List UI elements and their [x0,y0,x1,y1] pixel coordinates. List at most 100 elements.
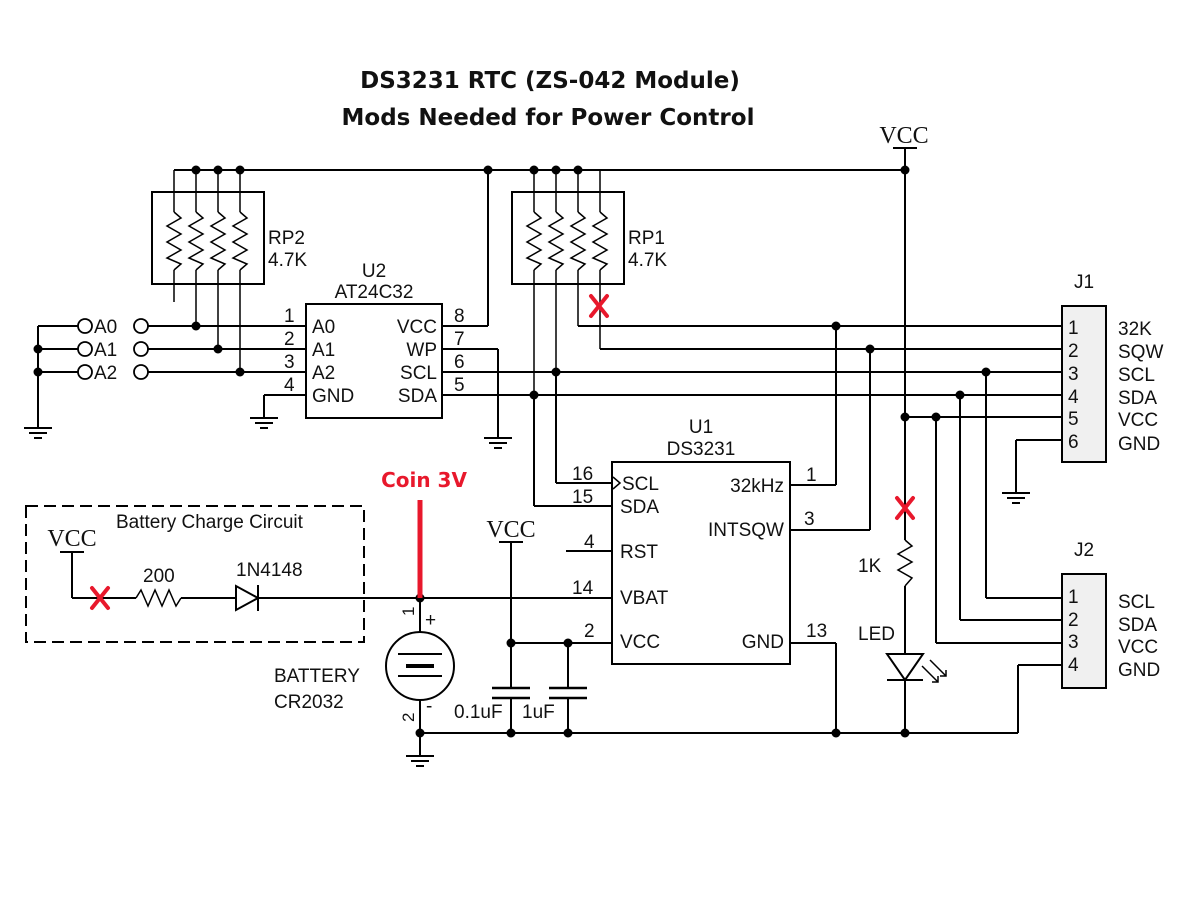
led-label: LED [858,624,895,645]
u2-ref: U2 [362,261,386,282]
mod-marker-rp1 [589,294,609,318]
j2-wiring [935,372,1062,733]
jumper-a0-label: A0 [94,317,117,338]
u1-pin4-num: 4 [584,532,595,553]
j2-ref: J2 [1074,540,1094,561]
led-resistor-label: 1K [858,556,882,577]
j1-vcc-gnd-wiring [900,412,1062,504]
u1-part: DS3231 [667,439,736,460]
u2-pin6-name: SCL [400,363,437,384]
u2-pin2-num: 2 [284,329,295,350]
cap2-label: 1uF [522,702,555,723]
u2-pin3-name: A2 [312,363,335,384]
u1-pin2-name: VCC [620,632,660,653]
u1-pin14-name: VBAT [620,588,669,609]
rp1-value: 4.7K [628,250,667,271]
battery-minus: - [426,696,432,717]
u1-pin15-name: SDA [620,497,659,518]
ic-u1-ds3231: U1 DS3231 16 15 4 14 2 SCL SDA RST VBAT … [566,417,827,665]
j1-pin5-num: 5 [1068,409,1079,430]
battery-cr2032: + - 1 2 BATTERY CR2032 [274,607,455,722]
charge-resistor-label: 200 [143,566,175,587]
u2-pin4-name: GND [312,386,354,407]
u2-pin6-num: 6 [454,352,465,373]
u2-pin3-num: 3 [284,352,295,373]
u1-pin13-num: 13 [806,621,827,642]
u1-pin1-num: 1 [806,465,817,486]
j1-pin6-name: GND [1118,434,1160,455]
battery-charge-circuit: Battery Charge Circuit VCC 200 1N4148 [25,505,420,643]
ic-u2-at24c32: U2 AT24C32 1 2 3 4 A0 A1 A2 GND VCC WP S… [284,261,465,419]
j1-pin6-num: 6 [1068,432,1079,453]
u1-ref: U1 [689,417,713,438]
u2-pin2-name: A1 [312,340,335,361]
u2-pin7-num: 7 [454,329,465,350]
j1-ref: J1 [1074,272,1094,293]
j1-pin2-num: 2 [1068,341,1079,362]
vbat-wiring: Coin 3V [381,468,612,767]
u2-pin1-num: 1 [284,306,295,327]
led-branch: 1K LED [858,539,947,683]
j1-pin1-num: 1 [1068,318,1079,339]
u1-pin1-name: 32kHz [730,476,784,497]
ground-bus [415,728,1018,738]
u2-part: AT24C32 [335,282,414,303]
j2-pin3-name: VCC [1118,637,1158,658]
battery-label-2: CR2032 [274,692,344,713]
title-line-2: Mods Needed for Power Control [342,105,755,131]
u2-pin1-name: A0 [312,317,335,338]
header-j2: J2 1 2 3 4 SCL SDA VCC GND [1061,540,1160,689]
vcc-label-caps: VCC [486,517,535,543]
j1-pin3-name: SCL [1118,365,1155,386]
u2-pin5-num: 5 [454,375,465,396]
vcc-bus: VCC [174,123,929,733]
u1-pin16-num: 16 [572,464,593,485]
mod-marker-charge [90,586,110,610]
diode-label: 1N4148 [236,560,303,581]
u1-pin3-name: INTSQW [708,520,784,541]
j2-pin4-num: 4 [1068,655,1079,676]
u1-pin2-num: 2 [584,621,595,642]
j1-pin4-num: 4 [1068,387,1079,408]
j1-pin5-name: VCC [1118,410,1158,431]
u1-pin4-name: RST [620,542,658,563]
battery-pin-neg: 2 [399,713,418,722]
j1-pin3-num: 3 [1068,364,1079,385]
u1-pin14-num: 14 [572,578,594,599]
vcc-label-top: VCC [879,123,928,149]
j1-pin4-name: SDA [1118,388,1157,409]
rp2-value: 4.7K [268,250,307,271]
header-j1: J1 1 2 3 4 5 6 32K SQW SCL SDA VCC GND [1061,272,1163,463]
battery-label-1: BATTERY [274,666,360,687]
rp2-ref: RP2 [268,228,305,249]
resistor-pack-rp2: RP2 4.7K [151,170,307,372]
charge-circuit-label: Battery Charge Circuit [116,512,304,533]
u2-pin5-name: SDA [398,386,437,407]
cap1-label: 0.1uF [454,702,503,723]
vcc-label-charge: VCC [47,526,96,552]
address-jumpers: A0 A1 A2 [23,317,306,439]
u2-pin8-num: 8 [454,306,465,327]
decoupling-caps: VCC 0.1uF 1uF [454,517,612,733]
u2-pin8-name: VCC [397,317,437,338]
mod-marker-led [895,496,915,520]
rp1-ref: RP1 [628,228,665,249]
u1-pin15-num: 15 [572,487,593,508]
u2-pin7-name: WP [406,340,437,361]
u1-pin3-num: 3 [804,509,815,530]
coin-label: Coin 3V [381,468,467,492]
u1-pin16-name: SCL [622,474,659,495]
j2-pin1-name: SCL [1118,592,1155,613]
j2-pin3-num: 3 [1068,632,1079,653]
jumper-a1-label: A1 [94,340,117,361]
j1-pin2-name: SQW [1118,342,1163,363]
title-line-1: DS3231 RTC (ZS-042 Module) [360,68,740,94]
u2-right-wiring [442,348,1062,449]
battery-pin-pos: 1 [399,607,418,616]
j2-pin2-num: 2 [1068,610,1079,631]
resistor-pack-rp1: RP1 4.7K [511,170,667,395]
jumper-a2-label: A2 [94,363,117,384]
battery-plus: + [425,610,436,631]
u1-pin13-name: GND [742,632,784,653]
j2-pin2-name: SDA [1118,615,1157,636]
